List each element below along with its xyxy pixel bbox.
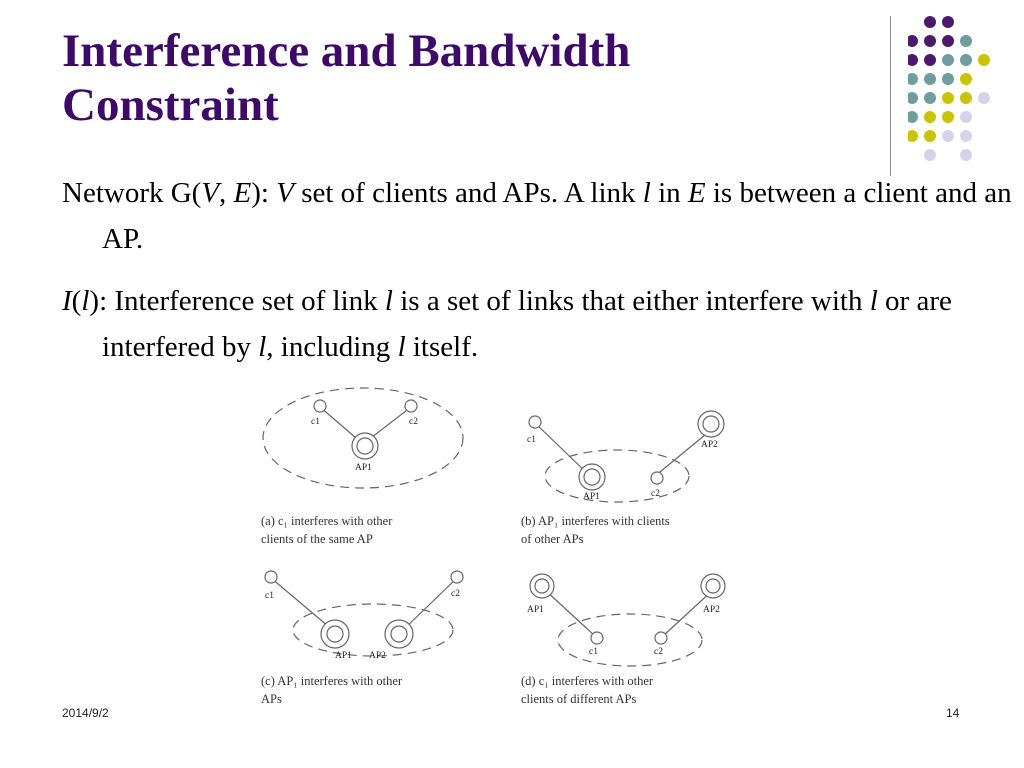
panel-a-caption-line1: (a) c₁ interferes with other	[261, 514, 393, 528]
panel-c-diagram	[264, 570, 464, 657]
panel-a-c2-label: c2	[409, 417, 418, 427]
panel-d-c1-label: c1	[589, 647, 598, 657]
panel-c-ap2-label: AP2	[369, 651, 386, 661]
panel-c-caption-line2: APs	[261, 692, 282, 706]
panel-d-diagram	[529, 573, 726, 667]
panel-d-c2-label: c2	[654, 647, 663, 657]
panel-d-caption-line1: (d) c₁ interferes with other	[521, 674, 654, 688]
math-symbol: V	[201, 177, 220, 209]
text-span: , including	[266, 331, 398, 363]
panel-b-c2-label: c2	[651, 489, 660, 499]
text-span: : Interference set of link	[99, 285, 385, 317]
math-symbol: E	[687, 177, 706, 209]
panel-b-c1-label: c1	[527, 435, 536, 445]
text-span: ,	[219, 177, 234, 209]
text-span: itself.	[405, 331, 479, 363]
network-definition: Network G(V, E): V set of clients and AP…	[62, 170, 1022, 262]
panel-b-caption-line1: (b) AP₁ interferes with clients	[521, 514, 670, 528]
text-span: set of clients and APs. A link	[293, 177, 643, 209]
math-symbol: l	[258, 331, 267, 363]
panel-c-c1-label: c1	[265, 591, 274, 601]
panel-d-ap2-label: AP2	[703, 605, 720, 615]
math-symbol: l	[642, 177, 651, 209]
panel-d-caption-line2: clients of different APs	[521, 692, 637, 706]
decorative-dot-grid	[908, 14, 1008, 164]
slide-title-line2: Constraint	[62, 79, 279, 131]
math-symbol: I	[62, 285, 72, 317]
text-span: (	[71, 285, 82, 317]
text-span: is between a client and an AP.	[102, 177, 1012, 255]
panel-a-diagram	[262, 387, 464, 489]
text-span: or are interfered by	[102, 285, 952, 363]
text-span: in	[650, 177, 688, 209]
math-symbol: l	[397, 331, 406, 363]
panel-c-c2-label: c2	[451, 589, 460, 599]
math-symbol: l	[384, 285, 393, 317]
math-symbol: V	[276, 177, 294, 209]
footer-page-number: 14	[946, 706, 960, 720]
math-symbol: l	[81, 285, 90, 317]
slide-title-line1: Interference and Bandwidth	[62, 25, 631, 77]
panel-c-ap1-label: AP1	[335, 651, 352, 661]
text-span: is a set of links that either interfere …	[392, 285, 870, 317]
panel-b-ap2-label: AP2	[701, 440, 718, 450]
text-span: ):	[251, 177, 277, 209]
math-symbol: l	[869, 285, 878, 317]
text-span: Network G(	[62, 177, 202, 209]
text-span: )	[89, 285, 100, 317]
title-divider	[890, 16, 891, 176]
footer-date: 2014/9/2	[62, 706, 109, 720]
panel-d-ap1-label: AP1	[527, 605, 544, 615]
panel-b-ap1-label: AP1	[583, 492, 600, 502]
panel-b-diagram	[528, 410, 725, 503]
interference-diagram-figure: c1 c2 AP1 c1 AP2 AP1 c2 c1 c2 AP1 AP2 AP…	[255, 378, 755, 718]
interference-set-definition: I(l): Interference set of link l is a se…	[62, 278, 1022, 370]
math-symbol: E	[233, 177, 252, 209]
slide-title: Interference and Bandwidth Constraint	[62, 24, 862, 132]
panel-b-caption-line2: of other APs	[521, 532, 584, 546]
panel-a-caption-line2: clients of the same AP	[261, 532, 373, 546]
panel-c-caption-line1: (c) AP₁ interferes with other	[261, 674, 403, 688]
panel-a-ap1-label: AP1	[355, 463, 372, 473]
panel-a-c1-label: c1	[311, 417, 320, 427]
